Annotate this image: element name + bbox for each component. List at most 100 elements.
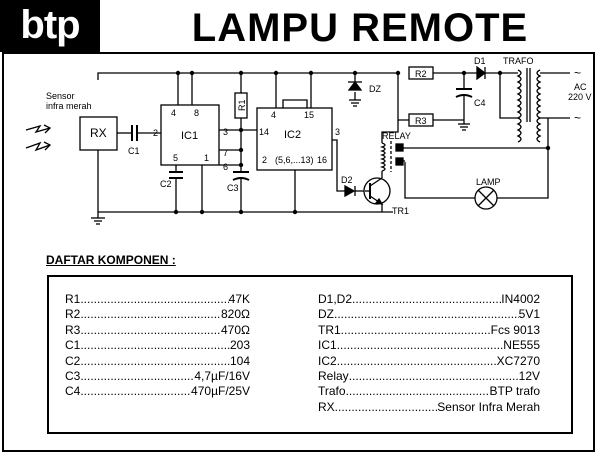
dot-leader: [334, 307, 519, 322]
c2-capacitor: [169, 171, 183, 179]
component-label: DZ: [318, 307, 334, 322]
component-value: 203: [229, 338, 250, 353]
ic2-pin3: 3: [335, 127, 340, 137]
rx-label: RX: [90, 126, 107, 140]
relay-coil: [379, 141, 392, 172]
wire-relay-contact-b: [404, 162, 475, 199]
d2-diode: [344, 184, 356, 198]
component-row: R1 47K: [65, 292, 250, 307]
component-row: R3 470Ω: [65, 323, 250, 338]
dot-leader: [346, 384, 490, 399]
component-value: 12V: [518, 369, 540, 384]
ic2-pin16: 16: [317, 155, 327, 165]
r1-label: R1: [237, 99, 247, 111]
component-row: R2820Ω: [65, 307, 250, 322]
component-label: IC2: [318, 353, 337, 368]
component-label: C2: [65, 353, 81, 368]
r2-label: R2: [415, 69, 427, 79]
ic1-pin8: 8: [194, 108, 199, 118]
component-value: 47K: [228, 292, 250, 306]
ic2-pin14: 14: [259, 127, 269, 137]
lamp-label: LAMP: [476, 177, 501, 187]
ic2-pin2: 2: [262, 155, 267, 165]
component-row: Trafo BTP trafo: [318, 384, 540, 399]
component-value: 470µF/25V: [191, 384, 250, 399]
r2-resistor: [408, 66, 434, 80]
sensor-label-1: Sensor: [46, 91, 75, 101]
component-list-left: R147KR2820ΩR3470ΩC1203C2104C34,7µF/16VC4…: [65, 292, 250, 400]
ac-voltage-label: 220 V: [568, 92, 592, 102]
component-value: BTP trafo: [489, 384, 540, 399]
ic2-chip: [256, 99, 333, 171]
component-list-right: D1,D2IN4002DZ5V1TR1Fcs 9013IC1NE555IC2XC…: [318, 292, 540, 415]
dot-leader: [80, 384, 191, 399]
dot-leader: [337, 338, 504, 353]
component-value: Sensor Infra Merah: [437, 399, 540, 414]
tr1-transistor: [363, 177, 391, 205]
dot-leader: [80, 338, 230, 353]
page-title: LAMPU REMOTE: [191, 6, 529, 50]
ic1-pin6: 6: [223, 162, 228, 172]
dot-leader: [349, 369, 519, 384]
component-row: C2 104: [65, 354, 250, 369]
c4-capacitor: [455, 88, 473, 131]
wire-lamp-right: [497, 148, 549, 199]
transformer: [516, 68, 542, 143]
dot-leader: [335, 400, 438, 415]
component-label: RX: [318, 399, 335, 414]
ic2-pin4: 4: [271, 110, 276, 120]
btp-logo: btp: [0, 0, 100, 52]
dz-label: DZ: [369, 84, 381, 94]
lamp-icon: [474, 186, 498, 210]
ic1-label: IC1: [181, 130, 198, 142]
dot-leader: [80, 369, 194, 384]
component-label: D1,D2: [318, 292, 353, 306]
component-label: TR1: [318, 322, 341, 337]
component-label: R3: [65, 322, 81, 337]
wire-top-rail: [97, 72, 398, 80]
d1-diode: [476, 65, 487, 81]
component-label: R2: [65, 307, 81, 322]
c2-label: C2: [160, 179, 172, 189]
dot-leader: [337, 354, 497, 369]
ic1-pin3: 3: [223, 127, 228, 137]
ic2-pin-mid: (5,6,...13): [275, 155, 314, 165]
dot-leader: [80, 307, 221, 322]
component-label: IC1: [318, 338, 337, 353]
trafo-label: TRAFO: [503, 56, 534, 66]
ic1-pin5: 5: [173, 153, 178, 163]
wire-r3-left: [397, 73, 409, 121]
component-row: C34,7µF/16V: [65, 369, 250, 384]
ground-symbol-icon: [91, 212, 105, 225]
r3-label: R3: [415, 116, 427, 126]
c4-label: C4: [474, 98, 486, 108]
ac-terminals-icon: ~ ~: [574, 66, 581, 125]
dot-leader: [80, 292, 228, 307]
component-value: 470Ω: [221, 322, 250, 337]
wire-trafo-sec: [499, 73, 518, 119]
component-row: D1,D2IN4002: [318, 292, 540, 307]
ic1-chip: [160, 104, 220, 166]
component-label: R1: [65, 292, 81, 306]
component-value: 104: [229, 353, 250, 368]
component-label: Relay: [318, 369, 349, 384]
junction-dots: [173, 70, 551, 215]
dot-leader: [80, 354, 230, 369]
ic2-pin15: 15: [304, 110, 314, 120]
component-row: IC1NE555: [318, 338, 540, 353]
r3-resistor: [408, 113, 434, 127]
c3-label: C3: [227, 183, 239, 193]
component-list-box: [47, 275, 573, 434]
component-label: Trafo: [318, 384, 346, 399]
c1-capacitor: [131, 125, 138, 141]
wire-relay-top: [381, 120, 399, 143]
rx-block: [79, 116, 118, 151]
dot-leader: [352, 292, 501, 307]
dot-leader: [80, 323, 221, 338]
component-row: DZ5V1: [318, 307, 540, 322]
relay-contacts: [395, 143, 405, 166]
component-row: RX Sensor Infra Merah: [318, 400, 540, 415]
ic1-pin4: 4: [171, 108, 176, 118]
component-row: IC2XC7270: [318, 354, 540, 369]
